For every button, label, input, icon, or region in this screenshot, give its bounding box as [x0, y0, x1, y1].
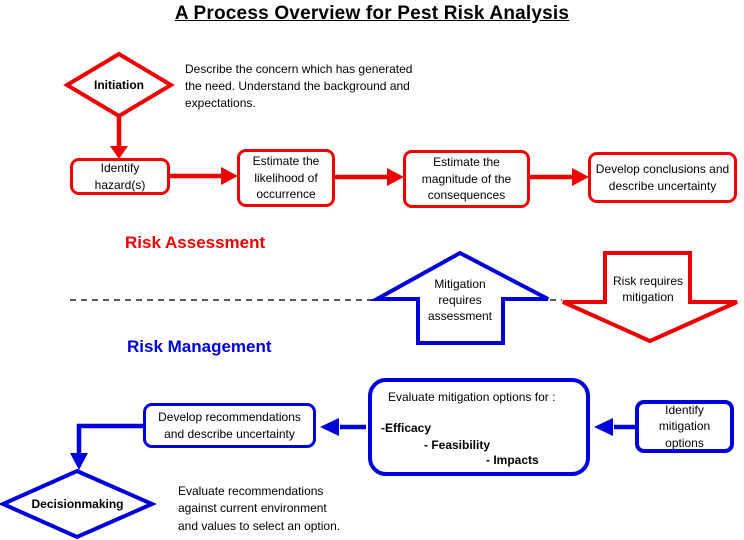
- risk-management-label: Risk Management: [127, 337, 272, 356]
- estimate-likelihood-box: Estimate the likelihood of occurrence: [237, 149, 335, 207]
- decisionmaking-label: Decisionmaking: [31, 497, 124, 511]
- risk-requires-mitigation-label: Risk requires mitigation: [612, 274, 684, 304]
- initiation-label: Initiation: [94, 78, 144, 92]
- evaluate-mitigation-box: Evaluate mitigation options for : -Effic…: [368, 378, 590, 476]
- arrow-hazards-to-likelihood: [170, 167, 238, 185]
- arrow-recommendations-to-decision: [70, 423, 144, 470]
- evaluate-heading: Evaluate mitigation options for :: [388, 390, 556, 404]
- up-block-arrow: [369, 250, 549, 345]
- evaluate-item-efficacy: -Efficacy: [381, 421, 432, 435]
- down-block-arrow: [562, 251, 738, 344]
- arrow-evaluate-to-recommendations: [320, 418, 366, 436]
- arrow-magnitude-to-conclusions: [530, 168, 589, 186]
- initiation-diamond: [63, 51, 175, 119]
- arrow-initiation-to-hazards: [110, 114, 128, 159]
- mitigation-requires-assessment-label: Mitigation requires assessment: [427, 277, 493, 323]
- arrow-likelihood-to-magnitude: [335, 168, 404, 186]
- page-title: A Process Overview for Pest Risk Analysi…: [174, 3, 570, 24]
- develop-recommendations-box: Develop recommendations and describe unc…: [143, 403, 316, 448]
- evaluate-item-impacts: - Impacts: [486, 453, 539, 467]
- estimate-magnitude-box: Estimate the magnitude of the consequenc…: [403, 150, 530, 208]
- arrow-identifymit-to-evaluate: [594, 418, 637, 436]
- initiation-note: Describe the concern which has generated…: [185, 62, 413, 110]
- decision-note: Evaluate recommendations against current…: [178, 484, 341, 533]
- risk-assessment-label: Risk Assessment: [125, 233, 266, 252]
- develop-conclusions-box: Develop conclusions and describe uncerta…: [588, 152, 737, 203]
- identify-mitigation-box: Identify mitigation options: [635, 400, 734, 453]
- identify-hazards-box: Identify hazard(s): [70, 158, 170, 195]
- evaluate-item-feasibility: - Feasibility: [424, 438, 491, 452]
- decisionmaking-diamond: [0, 468, 157, 540]
